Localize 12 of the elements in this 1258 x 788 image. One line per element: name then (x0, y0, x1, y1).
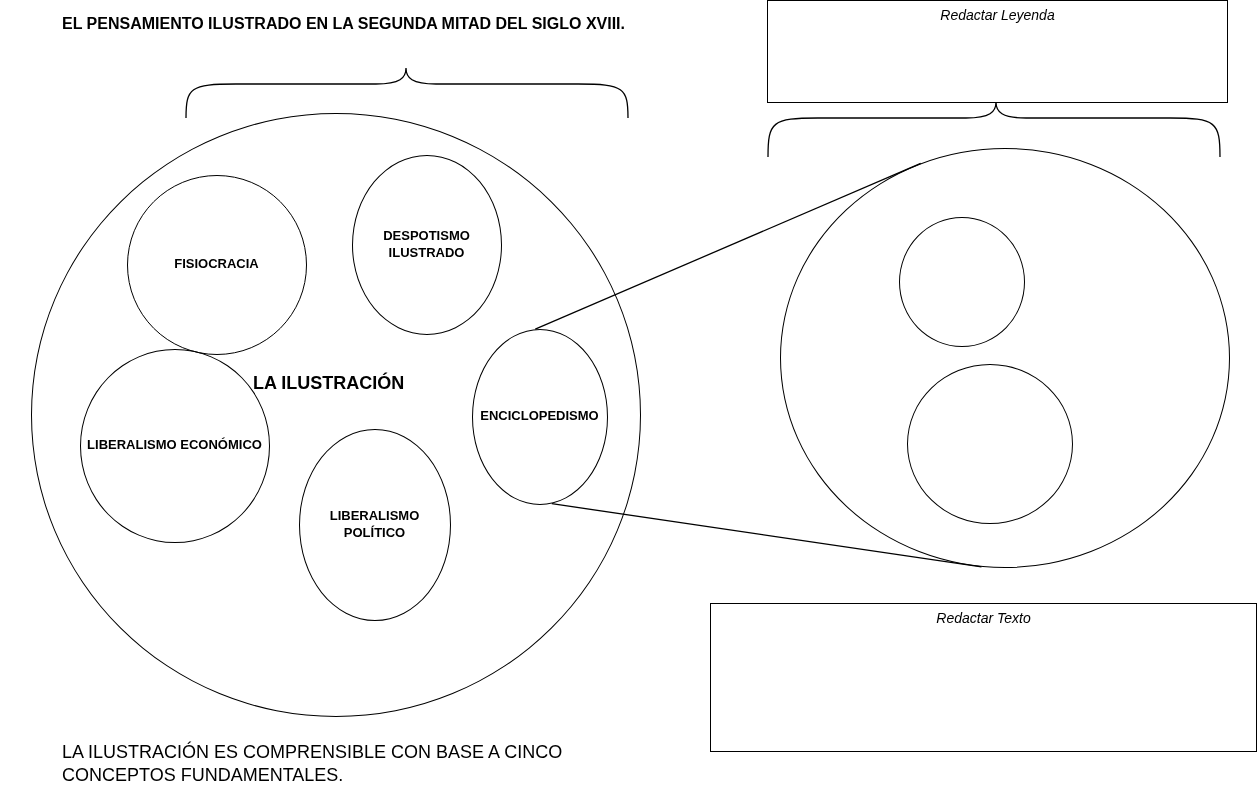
concept-label: ENCICLOPEDISMO (480, 408, 599, 425)
placeholder-text: Redactar Texto (936, 610, 1031, 628)
text-box (767, 0, 1228, 103)
concept-label: FISIOCRACIA (174, 256, 259, 273)
concept-label: DESPOTISMO ILUSTRADO (382, 228, 471, 261)
concept-label: LIBERALISMO POLÍTICO (328, 508, 421, 541)
title: EL PENSAMIENTO ILUSTRADO EN LA SEGUNDA MITAD DEL SIGLO XVIII. (62, 14, 626, 34)
concept-label: LIBERALISMO ECONÓMICO (87, 437, 262, 454)
concept-label: LA ILUSTRACIÓN (253, 373, 405, 394)
placeholder-text: Redactar Leyenda (940, 7, 1055, 25)
text-box (710, 603, 1257, 752)
caption: LA ILUSTRACIÓN ES COMPRENSIBLE CON BASE A CINCO CONCEPTOS FUNDAMENTALES. (62, 741, 564, 786)
